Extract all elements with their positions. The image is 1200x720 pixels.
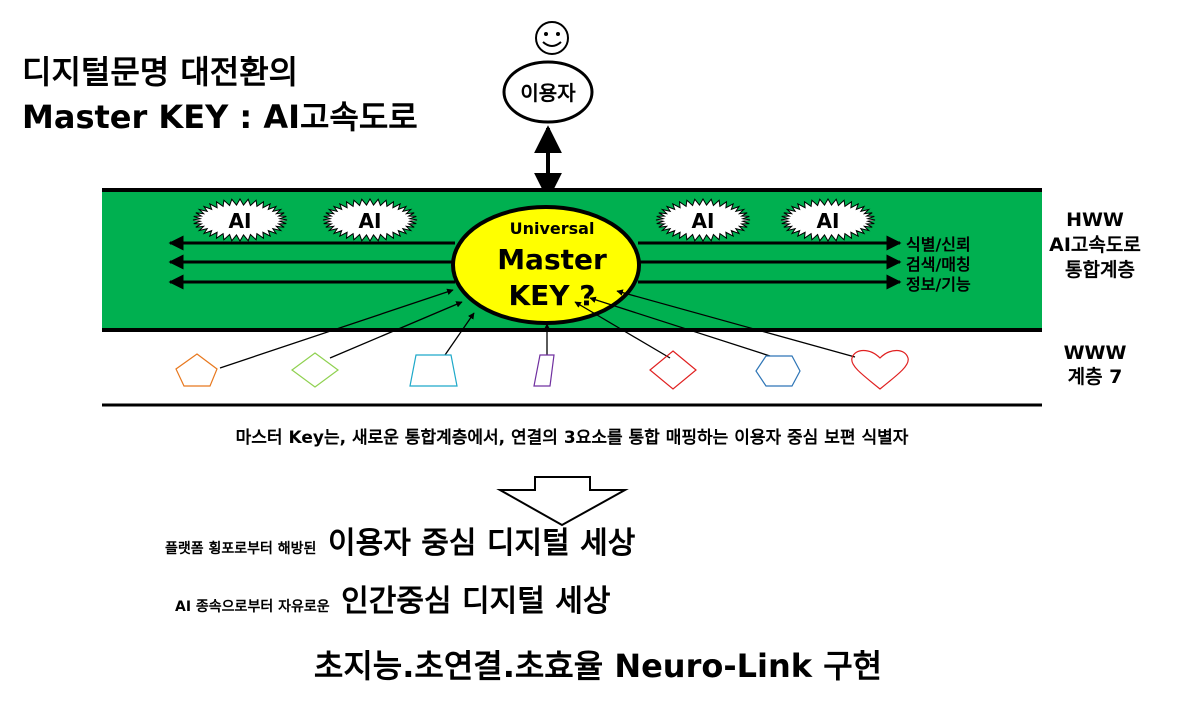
title-line1: 디지털문명 대전환의 [22,53,298,91]
user-node [502,60,594,124]
function-label: 정보/기능 [906,275,971,294]
www-label: 계층 7 [1068,366,1123,388]
function-arrows [168,235,902,290]
parallelogram-icon [533,354,555,387]
outcome-2-small: AI 종속으로부터 자유로운 [175,599,330,615]
hww-label: HWW [1066,209,1124,231]
ai-badge-label: AI [692,209,715,233]
ai-badge-label: AI [229,209,252,233]
ai-badge-label: AI [359,209,382,233]
outcome-1: 플랫폼 횡포로부터 해방된 이용자 중심 디지털 세상 [165,526,636,561]
hexagon-icon [755,355,801,387]
ai-badges: AI AI AI AI [192,197,876,243]
trapezoid-icon [409,354,458,387]
outcome-1-small: 플랫폼 횡포로부터 해방된 [165,540,316,557]
function-label: 식별/신뢰 [906,235,971,254]
description: 마스터 Key는, 새로운 통합계층에서, 연결의 3요소를 통합 매핑하는 이… [236,427,909,448]
title-line2: Master KEY : AI고속도로 [22,98,418,136]
user-label: 이용자 [520,81,576,105]
master-key-ellipse [451,205,641,325]
ai-burst-icon [192,197,288,243]
pentagon-icon [175,353,218,387]
hww-label: AI고속도로 [1049,234,1141,256]
ai-burst-icon [322,197,418,243]
www-label: WWW [1064,342,1127,364]
heart-icon [851,349,909,390]
smiley-face-icon [535,21,569,55]
hww-label: 통합계층 [1065,259,1135,281]
diamond-icon [290,352,340,388]
outcome-2-large: 인간중심 디지털 세상 [341,584,611,619]
down-arrow-icon [496,476,629,527]
final-statement: 초지능.초연결.초효율 Neuro-Link 구현 [314,647,882,685]
master-key-line1: Universal [510,219,595,238]
diamond-icon-red [649,350,697,390]
ai-burst-icon [780,197,876,243]
ai-burst-icon [655,197,751,243]
function-label: 검색/매칭 [906,255,971,274]
mapping-arrows [219,288,856,369]
master-key-line2: Master [497,243,607,276]
ai-badge-label: AI [817,209,840,233]
outcome-2: AI 종속으로부터 자유로운 인간중심 디지털 세상 [175,584,611,619]
outcome-1-large: 이용자 중심 디지털 세상 [328,526,636,561]
